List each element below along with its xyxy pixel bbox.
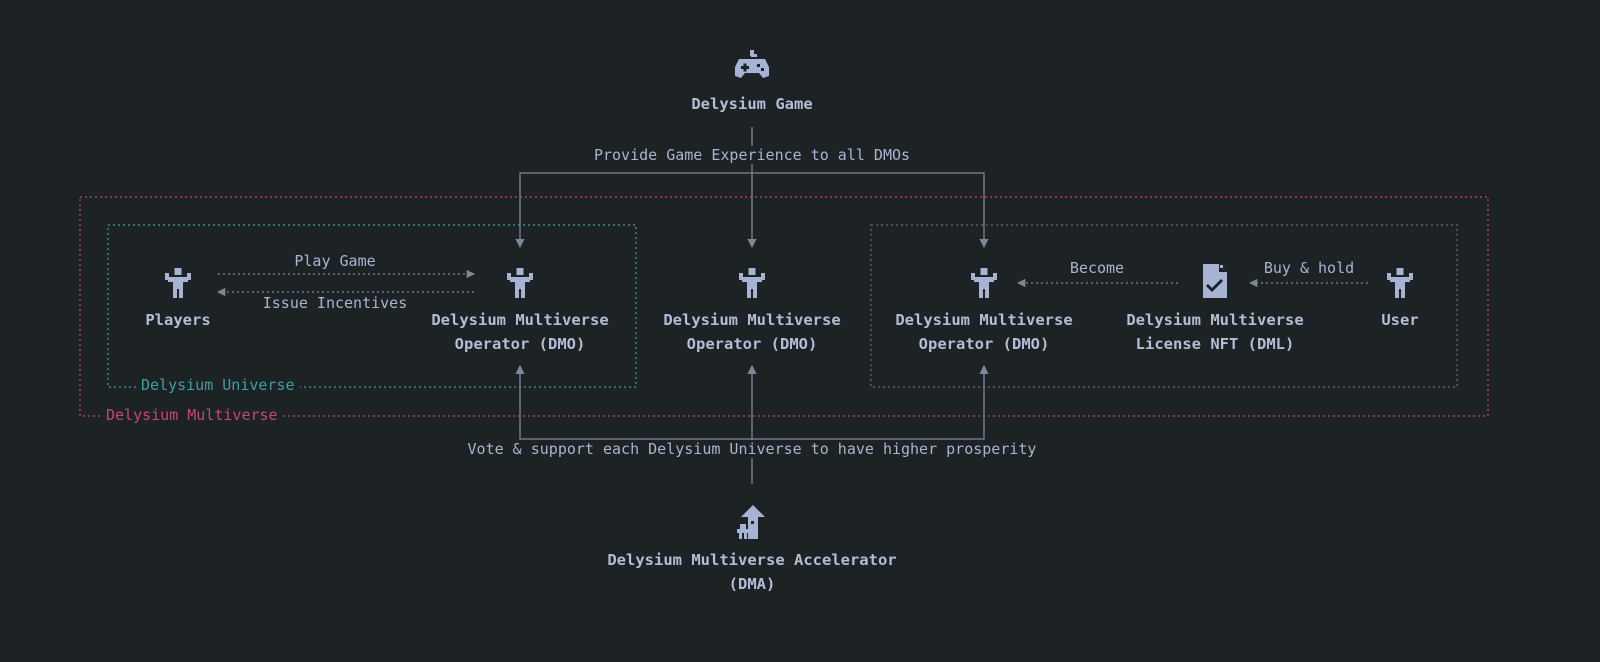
vote-bracket-line [519,366,985,440]
buy-hold-label: Buy & hold [1259,259,1359,277]
dma-label: Delysium Multiverse Accelerator(DMA) [607,551,897,593]
issue-incentives-label: Issue Incentives [258,294,412,312]
dmo-left-person-icon [507,268,533,302]
play-game-label: Play Game [290,252,380,270]
provide-label: Provide Game Experience to all DMOs [589,146,915,164]
dmo-right-person-icon [971,268,997,302]
dmo-center-person-icon [739,268,765,302]
user-label: User [1381,311,1419,329]
license-document-icon [1201,264,1229,302]
players-label: Players [145,311,211,329]
provide-bracket-line [519,172,985,247]
universe-region-label: Delysium Universe [136,376,300,394]
right-group-region [870,224,1458,388]
multiverse-region [79,196,1489,417]
vote-label: Vote & support each Delysium Universe to… [463,440,1041,458]
multiverse-region-label: Delysium Multiverse [101,406,283,424]
user-person-icon [1387,268,1413,302]
become-label: Become [1065,259,1129,277]
players-person-icon [165,268,191,302]
accelerator-icon [737,505,767,543]
game-label: Delysium Game [691,95,813,113]
gamepad-icon [733,50,771,86]
